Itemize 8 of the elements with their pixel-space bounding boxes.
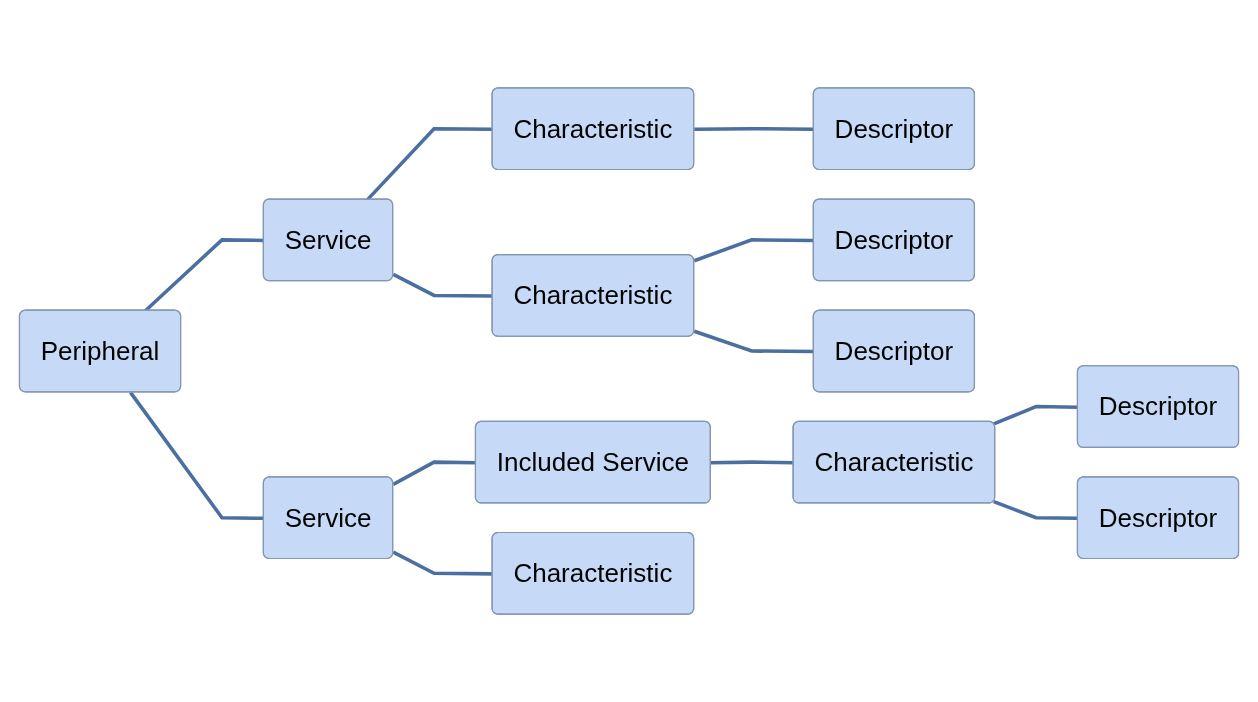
connector [366, 126, 493, 201]
connector [392, 550, 493, 576]
connector [129, 391, 264, 521]
connector [693, 238, 814, 263]
connector [693, 329, 814, 354]
connector [710, 460, 794, 465]
connector [392, 272, 493, 298]
connector [694, 126, 814, 132]
